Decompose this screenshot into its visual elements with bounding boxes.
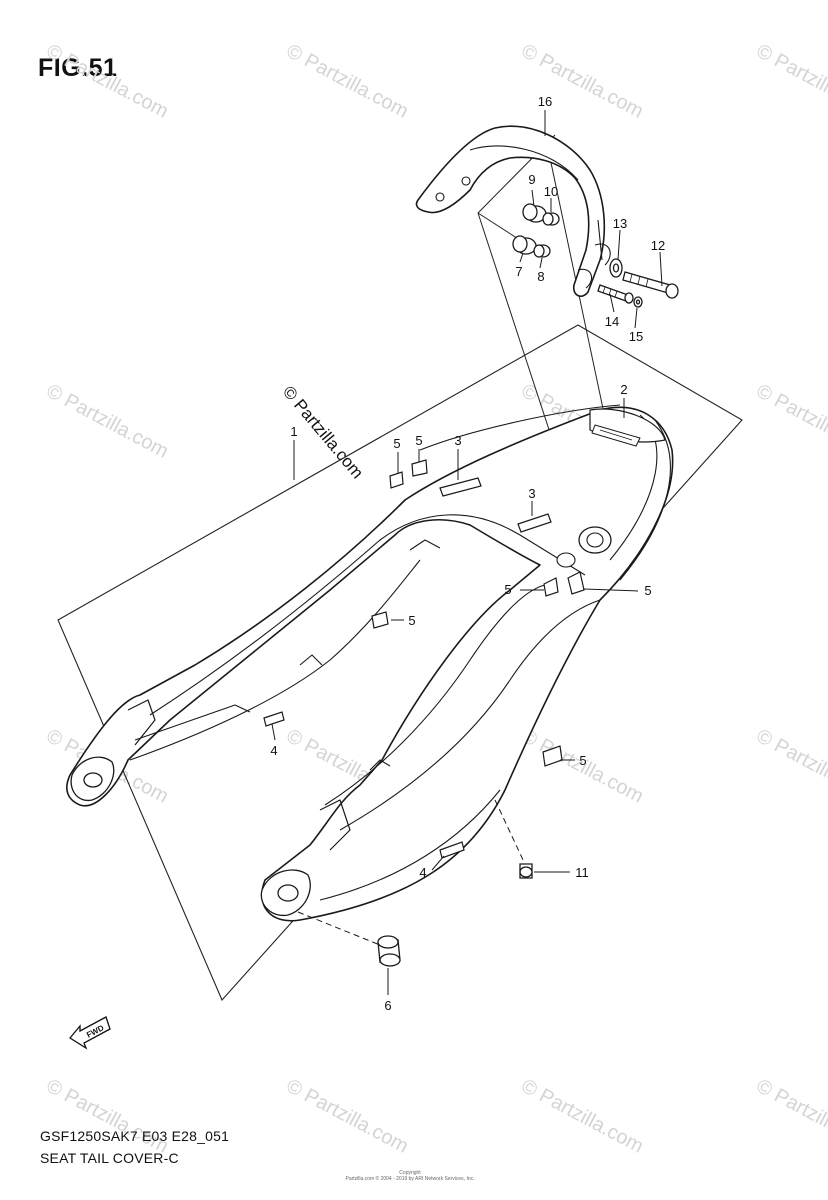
- callout-2: 2: [620, 382, 627, 397]
- decal-5: [371, 611, 389, 629]
- grommet-7: [512, 235, 537, 255]
- figure-title: FIG.51: [38, 54, 118, 82]
- callout-5b: 5: [415, 433, 422, 448]
- callout-5d: 5: [644, 583, 651, 598]
- callout-3: 3: [454, 433, 461, 448]
- callout-7: 7: [515, 264, 522, 279]
- decal-3: [439, 477, 482, 497]
- callout-5e: 5: [408, 613, 415, 628]
- watermark: © Partzilla.com: [753, 725, 828, 808]
- callout-8: 8: [537, 269, 544, 284]
- watermark: © Partzilla.com: [753, 1075, 828, 1158]
- callout-5a: 5: [393, 436, 400, 451]
- watermark: © Partzilla.com: [283, 40, 412, 123]
- figure-name: SEAT TAIL COVER-C: [40, 1150, 179, 1166]
- grab-rail: [415, 125, 611, 297]
- callout-10: 10: [544, 184, 558, 199]
- callout-4a: 4: [270, 743, 277, 758]
- copyright-notice: Copyright Partzilla.com © 2004 - 2019 by…: [340, 1170, 480, 1182]
- collar-10: [542, 212, 560, 226]
- decal-5: [567, 571, 585, 595]
- copyright-line-1: Copyright: [399, 1170, 421, 1176]
- callout-5c: 5: [504, 582, 511, 597]
- washer-14: [609, 258, 623, 278]
- clip-11: [519, 863, 533, 879]
- watermark: © Partzilla.com: [43, 380, 172, 463]
- grommet-6: [377, 935, 401, 967]
- callout-9: 9: [528, 172, 535, 187]
- fastener-group: [597, 258, 679, 308]
- callout-labels: 16 9 10 7 8 13 12 14 15 1 2 3 3 5 5 5 5 …: [270, 94, 665, 1013]
- callout-6: 6: [384, 998, 391, 1013]
- decal-4: [263, 711, 285, 727]
- callout-leaders: [271, 110, 663, 995]
- assembly-frame: [57, 324, 743, 1002]
- callout-1: 1: [290, 424, 297, 439]
- screw-15: [597, 284, 634, 304]
- callout-3b: 3: [528, 486, 535, 501]
- decal-5: [411, 459, 428, 477]
- watermark: © Partzilla.com: [753, 380, 828, 463]
- copyright-line-2: Partzilla.com © 2004 - 2019 by ARI Netwo…: [345, 1176, 475, 1182]
- decal-3: [517, 513, 552, 533]
- bolt-13: [622, 271, 679, 299]
- watermark: © Partzilla.com: [43, 1075, 172, 1158]
- washer-16: [633, 296, 643, 308]
- decal-5: [543, 577, 559, 597]
- fwd-arrow-icon: FWD: [69, 1016, 111, 1050]
- callout-11: 11: [575, 865, 589, 880]
- callout-13: 12: [651, 238, 665, 253]
- grommet-group: [512, 203, 560, 258]
- watermark: © Partzilla.com: [283, 1075, 412, 1158]
- figure-code: GSF1250SAK7 E03 E28_051: [40, 1128, 230, 1144]
- callout-5f: 5: [579, 753, 586, 768]
- watermark: © Partzilla.com: [43, 40, 172, 123]
- callout-12: 16: [538, 94, 552, 109]
- decal-4: [439, 841, 465, 859]
- callout-16: 15: [629, 329, 643, 344]
- callout-4b: 4: [419, 865, 426, 880]
- lower-fasteners: [377, 863, 533, 967]
- callout-14: 13: [613, 216, 627, 231]
- callout-15: 14: [605, 314, 619, 329]
- seat-tail-cover: [66, 404, 674, 922]
- watermark: © Partzilla.com: [518, 40, 647, 123]
- decal-5: [389, 471, 404, 489]
- decal-set: [263, 459, 585, 859]
- collar-8: [533, 244, 551, 258]
- watermark: © Partzilla.com: [753, 40, 828, 123]
- watermark: © Partzilla.com: [518, 1075, 647, 1158]
